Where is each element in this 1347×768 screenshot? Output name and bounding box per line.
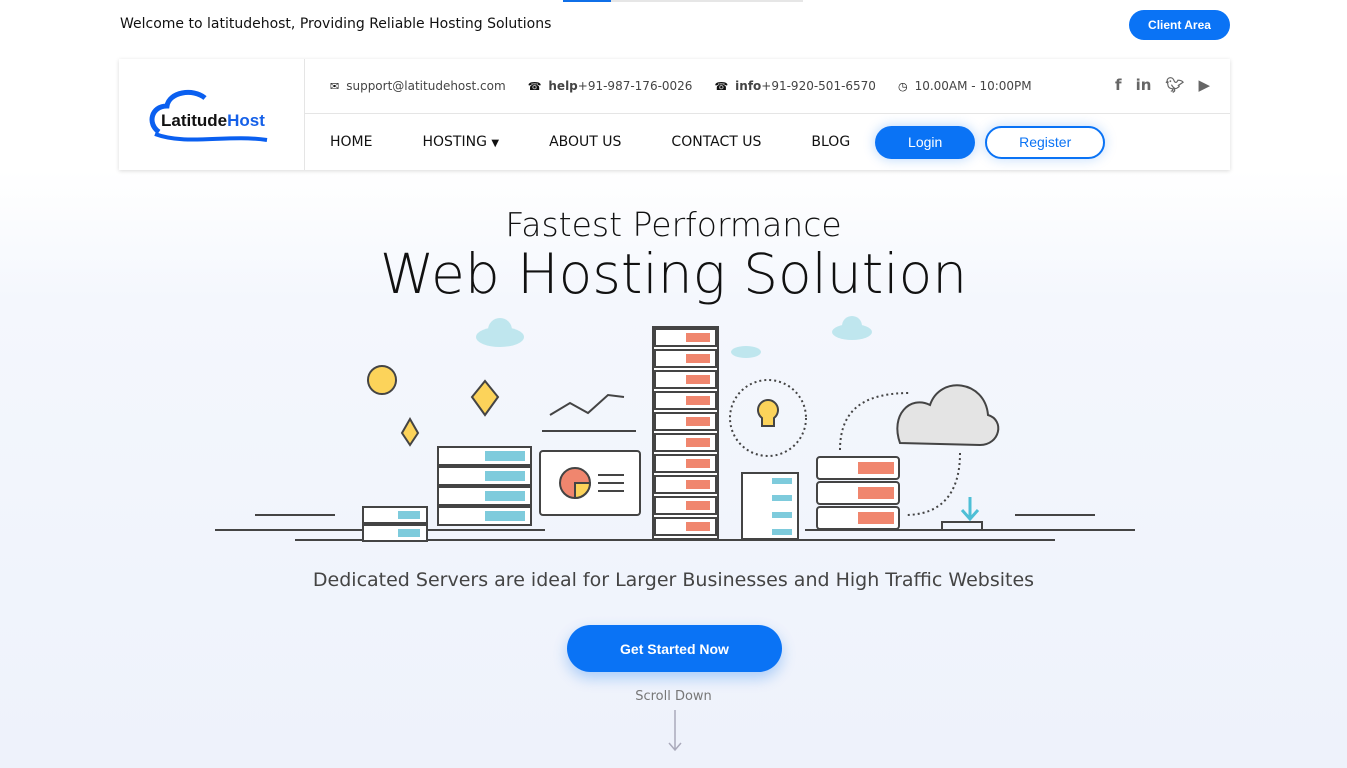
linkedin-icon[interactable]: in	[1135, 76, 1152, 94]
youtube-icon[interactable]: ▶	[1198, 76, 1210, 94]
client-area-button[interactable]: Client Area	[1129, 10, 1230, 40]
nav-hosting[interactable]: HOSTING ▼	[422, 134, 500, 150]
info-label: info	[735, 79, 762, 93]
cloud-icon	[476, 316, 872, 358]
phone-icon: ☎	[714, 79, 729, 93]
plant-icon	[470, 379, 500, 417]
site-header: LatitudeHost ✉ support@latitudehost.com ☎…	[119, 59, 1230, 170]
arrow-down-icon[interactable]	[668, 710, 682, 754]
envelope-icon: ✉	[330, 79, 340, 93]
nav-home[interactable]: HOME	[330, 134, 373, 150]
contact-bar: ✉ support@latitudehost.com ☎ help+91-987-1…	[305, 59, 1230, 114]
caret-down-icon: ▼	[491, 138, 500, 149]
get-started-button[interactable]: Get Started Now	[567, 625, 782, 672]
welcome-text: Welcome to latitudehost, Providing Relia…	[120, 16, 552, 32]
hero-line1: Fastest Performance	[505, 205, 842, 244]
hero-subtitle: Dedicated Servers are ideal for Larger B…	[312, 569, 1035, 591]
svg-text:LatitudeHost: LatitudeHost	[161, 111, 265, 130]
server-rack	[816, 456, 900, 530]
gear-icon	[367, 365, 397, 395]
lightbulb-icon	[757, 399, 779, 427]
cloud-document-icon	[896, 384, 1000, 447]
clock-icon: ◷	[897, 79, 908, 93]
hours: 10.00AM - 10:00PM	[914, 79, 1032, 93]
nav-contact[interactable]: CONTACT US	[671, 134, 762, 150]
scroll-down-label[interactable]: Scroll Down	[635, 689, 712, 704]
facebook-icon[interactable]: f	[1115, 76, 1122, 94]
server-rack	[362, 506, 428, 542]
nav-blog[interactable]: BLOG	[811, 134, 851, 150]
help-phone[interactable]: +91-987-176-0026	[577, 79, 693, 93]
register-button[interactable]: Register	[985, 125, 1106, 159]
email-link[interactable]: support@latitudehost.com	[346, 79, 506, 93]
scroll-progress	[563, 0, 803, 2]
twitter-icon[interactable]: 🐦︎	[1165, 76, 1185, 94]
cloud-logo-icon: LatitudeHost	[149, 89, 267, 142]
server-rack	[741, 472, 799, 540]
server-rack	[437, 446, 532, 526]
server-illustration	[215, 316, 1135, 542]
hero-title: Web Hosting Solution	[379, 242, 968, 306]
phone-icon: ☎	[527, 79, 542, 93]
plant-icon	[400, 416, 420, 447]
logo[interactable]: LatitudeHost	[119, 59, 305, 170]
login-button[interactable]: Login	[875, 125, 976, 159]
nav-about[interactable]: ABOUT US	[549, 134, 622, 150]
help-label: help	[548, 79, 578, 93]
info-phone[interactable]: +91-920-501-6570	[761, 79, 876, 93]
main-nav: HOME HOSTING ▼ ABOUT US CONTACT US BLOG …	[305, 114, 1230, 170]
